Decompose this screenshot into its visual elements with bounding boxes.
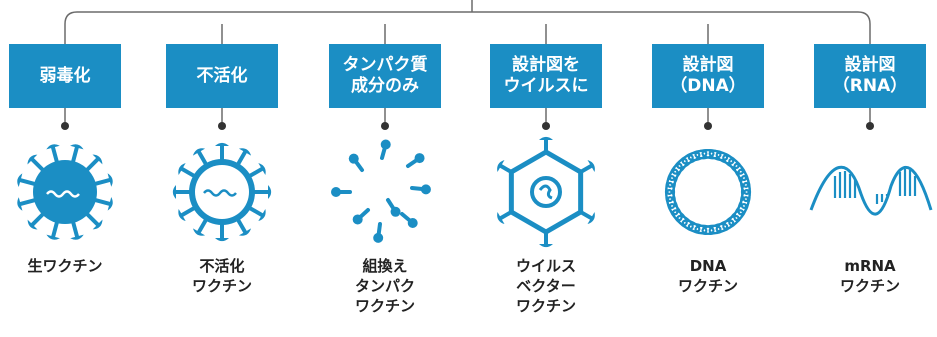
- category-badge: 不活化: [166, 44, 278, 108]
- vaccine-name-label: 生ワクチン: [27, 257, 103, 275]
- virus-outline-icon: [172, 142, 272, 242]
- vaccine-name-label: DNA ワクチン: [677, 257, 738, 295]
- category-badge: 弱毒化: [9, 44, 121, 108]
- connector-dot: [704, 122, 712, 130]
- vaccine-name-label: 不活化 ワクチン: [191, 257, 252, 295]
- vaccine-column-mrna: 設計図 （RNA） mRNA ワクチン: [805, 0, 937, 337]
- connector-dot: [381, 122, 389, 130]
- vaccine-column-dna: 設計図 （DNA） DNA ワクチン: [643, 0, 793, 337]
- branch-bar: [64, 11, 871, 25]
- dna-plasmid-icon: [664, 148, 752, 236]
- connector-dot: [866, 122, 874, 130]
- vaccine-column-recombinant-protein: タンパク質 成分のみ 組換え タンパク ワクチン: [320, 0, 470, 337]
- connector-dot: [61, 122, 69, 130]
- vaccine-name-label: mRNA ワクチン: [839, 257, 900, 295]
- vaccine-column-viral-vector: 設計図を ウイルスに ウイルス ベクター ワクチン: [481, 0, 631, 337]
- category-badge: 設計図 （DNA）: [652, 44, 764, 108]
- vaccine-column-live: 弱毒化 生ワクチン: [0, 0, 150, 337]
- category-badge: タンパク質 成分のみ: [329, 44, 441, 108]
- category-badge: 設計図 （RNA）: [814, 44, 926, 108]
- connector-dot: [542, 122, 550, 130]
- virus-solid-icon: [17, 144, 113, 240]
- vaccine-name-label: ウイルス ベクター ワクチン: [515, 257, 576, 315]
- connector-dot: [218, 122, 226, 130]
- vaccine-name-label: 組換え タンパク ワクチン: [354, 257, 415, 315]
- viral-vector-icon: [497, 136, 595, 248]
- mrna-strand-icon: [809, 165, 933, 216]
- protein-fragments-icon: [331, 139, 431, 243]
- vaccine-column-inactivated: 不活化 不活化 ワクチン: [157, 0, 307, 337]
- category-badge: 設計図を ウイルスに: [490, 44, 602, 108]
